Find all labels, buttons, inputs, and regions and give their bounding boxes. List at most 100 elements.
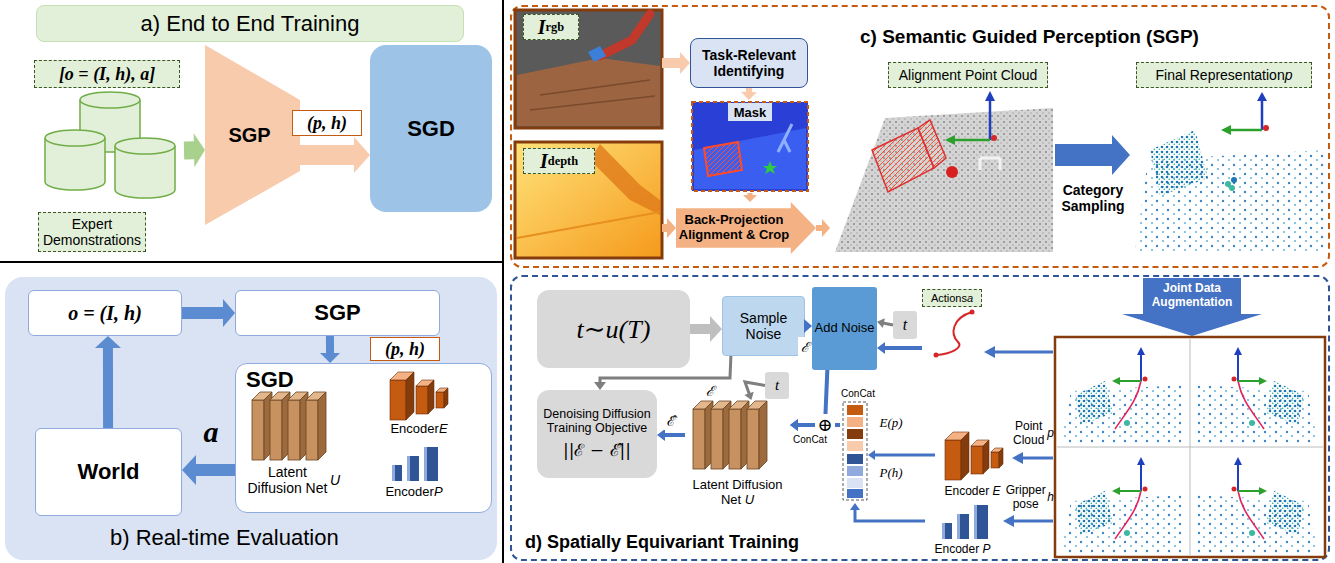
connector-line — [182, 307, 224, 319]
connector — [690, 316, 722, 342]
module-box: SGP — [235, 290, 440, 336]
illustration-part — [946, 166, 958, 178]
connector-line — [664, 433, 685, 437]
free-label: Encoder P — [378, 484, 450, 499]
illustration-part — [934, 353, 939, 358]
concat-vector-icon — [843, 402, 867, 500]
illustration-part — [980, 158, 1000, 170]
illustration-part — [989, 100, 992, 140]
illustration-part — [517, 58, 660, 126]
connector — [743, 193, 757, 202]
illustration-part — [600, 14, 650, 56]
connector — [184, 133, 205, 167]
arrowhead — [657, 429, 665, 441]
illustration-part — [747, 401, 767, 469]
node-text: ConCat — [840, 387, 876, 400]
illustration-part — [1261, 100, 1264, 130]
arrowhead — [194, 133, 205, 167]
arrowhead — [790, 419, 798, 431]
illustration-part — [1263, 125, 1269, 131]
arrowhead — [822, 219, 830, 237]
node-text: Sample Noise — [723, 310, 804, 342]
arrowhead — [95, 336, 121, 348]
illustration-part — [1013, 520, 1053, 523]
illustration-part — [1022, 457, 1053, 460]
illustration-part — [847, 454, 863, 464]
arrowhead — [354, 137, 370, 173]
illustration-part — [1012, 452, 1023, 464]
shape-fill — [1122, 278, 1262, 336]
process-box: Add Noise — [812, 287, 877, 370]
connector — [1055, 135, 1130, 175]
illustration-part — [590, 144, 660, 215]
block-arrow: Back-Projection Alignment & Crop — [676, 202, 816, 254]
arrowhead — [680, 52, 690, 74]
node-text: a) End to End Training — [141, 11, 360, 37]
node-text: Irgb — [523, 14, 579, 40]
node-text: b) Real-time Evaluation — [110, 524, 370, 552]
illustration-part — [530, 80, 655, 110]
connector-line — [662, 58, 681, 68]
free-label: Latent Diffusion Net U — [245, 464, 340, 496]
node-text: Expert Demonstrations — [38, 212, 146, 252]
node-text: SGD — [246, 366, 316, 394]
illustration-part — [693, 401, 713, 469]
illustration-part — [1057, 447, 1323, 448]
node-text: o = (I, h) — [68, 302, 142, 325]
illustration-part — [270, 392, 290, 460]
node-text: Final Representation p — [1136, 62, 1312, 88]
illustration-part — [918, 120, 946, 168]
connector — [850, 503, 925, 521]
illustration-part — [1230, 129, 1262, 132]
connector — [182, 455, 235, 485]
illustration-part — [991, 135, 997, 141]
mask-image — [692, 102, 808, 191]
node-text: Encoder E — [944, 484, 1000, 498]
illustration-part — [390, 372, 448, 420]
connector-line — [874, 454, 935, 457]
arrowhead — [868, 450, 875, 460]
depth-image — [515, 142, 662, 258]
edge-label: a — [197, 414, 225, 450]
edge-label: (p, h) — [370, 337, 440, 361]
illustration-part — [80, 92, 140, 108]
arrowhead — [877, 342, 885, 354]
illustration-part — [847, 417, 863, 427]
free-label: Gripper pose h — [1004, 484, 1054, 512]
connector — [877, 342, 922, 354]
process-box: Sample Noise — [722, 296, 805, 356]
illustration-part — [843, 402, 867, 500]
process-box: t∼u(T) — [537, 290, 690, 368]
input-tag: t — [893, 311, 917, 339]
illustration-part — [704, 142, 742, 176]
illustration-part — [1055, 337, 1325, 557]
connector — [662, 52, 690, 74]
connector — [744, 382, 765, 400]
node-text: t∼u(T) — [577, 314, 651, 345]
edge-label: ℰ — [798, 337, 811, 356]
illustration-part — [252, 392, 272, 460]
augmentation-image — [1055, 337, 1325, 557]
node-text: Encoder P — [934, 542, 990, 556]
illustration-part — [954, 139, 990, 142]
node-text: Denoising Diffusion Training Objective — [540, 407, 654, 436]
arrowhead — [877, 318, 885, 328]
arrowhead — [594, 382, 606, 390]
illustration-part — [763, 161, 777, 174]
illustration-part — [0, 261, 503, 263]
connector-line — [600, 356, 731, 383]
node-text: t — [903, 316, 907, 334]
illustration-part — [984, 346, 995, 358]
connector-line — [184, 141, 195, 159]
illustration-part — [517, 212, 660, 238]
node-text: P(h) — [874, 464, 908, 482]
node-text: Alignment Point Cloud — [888, 62, 1048, 88]
node-text: d) Spatially Equivariant Training — [525, 529, 855, 555]
arrowhead — [741, 92, 757, 100]
shape-fill — [676, 202, 816, 254]
illustration-part — [306, 392, 326, 460]
illustration-part — [45, 130, 105, 146]
arrowhead — [667, 218, 676, 238]
illustration-part — [1194, 457, 1318, 553]
network-icons — [252, 372, 1003, 539]
